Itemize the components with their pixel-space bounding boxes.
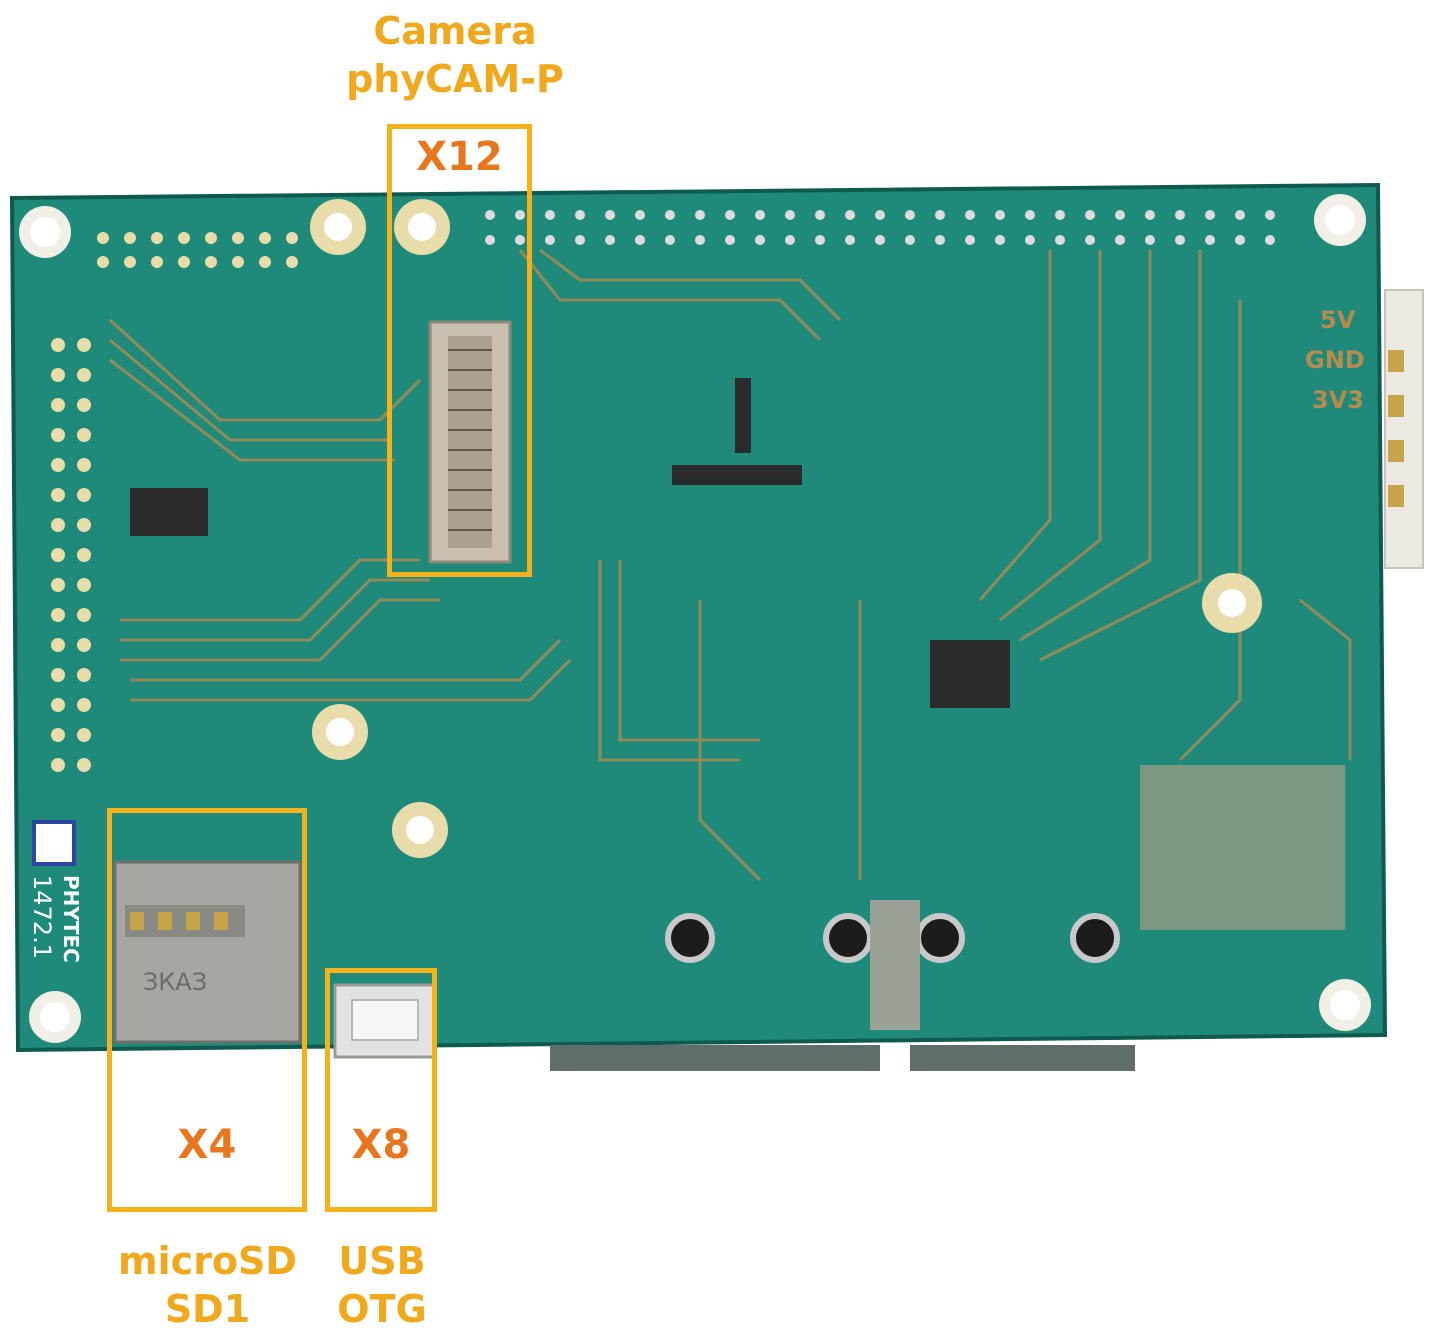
shield-tab xyxy=(870,900,920,1030)
datamatrix-code xyxy=(32,820,76,866)
usb-micro-connector xyxy=(333,983,437,1059)
usb-caption-title: USB xyxy=(338,1239,426,1283)
ethernet-connector-right xyxy=(910,1045,1135,1071)
ic-center xyxy=(930,640,1010,708)
usb-caption-subtitle: OTG xyxy=(337,1286,427,1331)
usb-caption: USB OTG xyxy=(322,1238,442,1333)
microsd-slot: ЗКАЗ xyxy=(113,860,302,1044)
microsd-caption-title: microSD xyxy=(118,1239,297,1283)
x12-highlight-box xyxy=(387,124,532,577)
ethernet-connector-left xyxy=(550,1045,880,1071)
x8-highlight-box xyxy=(325,968,437,1212)
ic-top-middle xyxy=(735,378,751,453)
camera-caption: Camera phyCAM-P xyxy=(320,8,590,103)
camera-fpc-connector xyxy=(428,320,512,564)
copper-traces xyxy=(108,248,1352,882)
left-pin-column xyxy=(51,338,91,772)
top-pin-header xyxy=(485,210,1275,245)
ic-left xyxy=(130,488,208,536)
phytec-logo-text: PHYTEC xyxy=(59,875,83,963)
camera-caption-title: Camera xyxy=(373,9,537,53)
silk-label-5v: 5V xyxy=(1320,306,1356,334)
x8-connector-label: X8 xyxy=(351,1122,411,1168)
microsd-caption: microSD SD1 xyxy=(100,1238,315,1333)
microsd-caption-subtitle: SD1 xyxy=(164,1286,251,1331)
mounting-holes xyxy=(19,194,1371,1043)
camera-caption-subtitle: phyCAM-P xyxy=(346,56,564,101)
sd-card-marking: ЗКАЗ xyxy=(143,968,207,996)
ground-plane xyxy=(1140,765,1345,930)
board-number-text: 1472.1 xyxy=(28,875,56,959)
x12-connector-label: X12 xyxy=(416,134,503,180)
x4-highlight-box xyxy=(107,808,307,1212)
top-left-pin-group xyxy=(97,232,298,268)
silk-label-3v3: 3V3 xyxy=(1312,386,1364,414)
side-header-connector xyxy=(1384,289,1424,569)
silk-label-gnd: GND xyxy=(1305,346,1365,374)
x4-connector-label: X4 xyxy=(177,1122,237,1168)
